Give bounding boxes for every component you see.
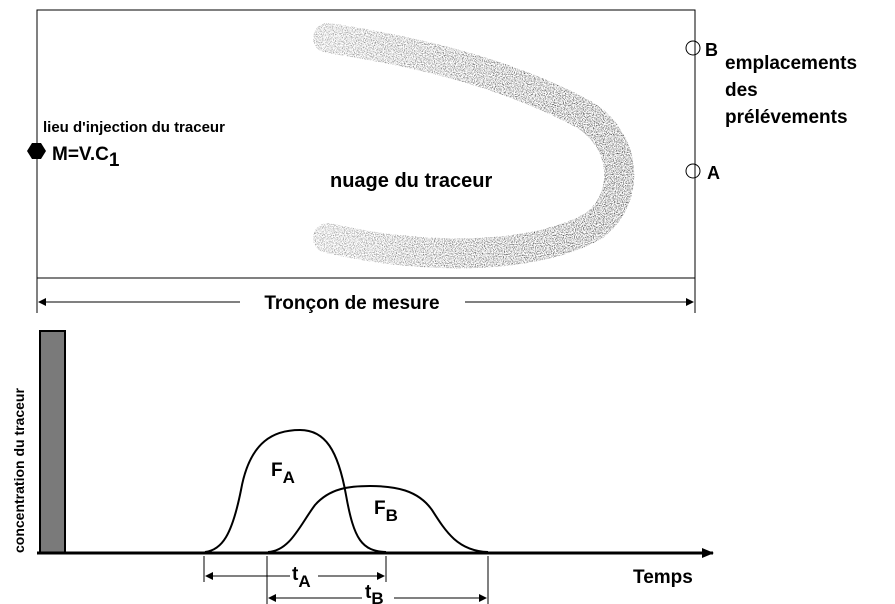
curve-a-label: FA	[271, 460, 295, 487]
mass-formula: M=V.C1	[52, 144, 120, 171]
injection-pulse-bar	[39, 330, 66, 554]
sampling-point-a	[685, 163, 701, 179]
injection-label: lieu d'injection du traceur	[43, 119, 225, 136]
tb-label: tB	[365, 582, 384, 604]
curve-b	[267, 484, 489, 553]
x-axis-label: Temps	[633, 567, 693, 588]
section-label: Tronçon de mesure	[264, 293, 439, 314]
point-a-label: A	[707, 163, 720, 183]
ta-label: tA	[292, 564, 311, 591]
sampling-label-line2: des	[725, 80, 758, 101]
sampling-label-line3: prélévements	[725, 107, 848, 128]
curve-b-label: FB	[374, 498, 398, 525]
cloud-label: nuage du traceur	[330, 170, 492, 192]
tracer-cloud	[313, 23, 635, 269]
curve-a	[204, 428, 387, 553]
sampling-label-line1: emplacements	[725, 53, 857, 74]
y-axis-label: concentration du traceur	[11, 388, 27, 553]
injection-point-icon	[27, 143, 46, 159]
sampling-point-b	[685, 40, 701, 56]
point-b-label: B	[705, 40, 718, 60]
